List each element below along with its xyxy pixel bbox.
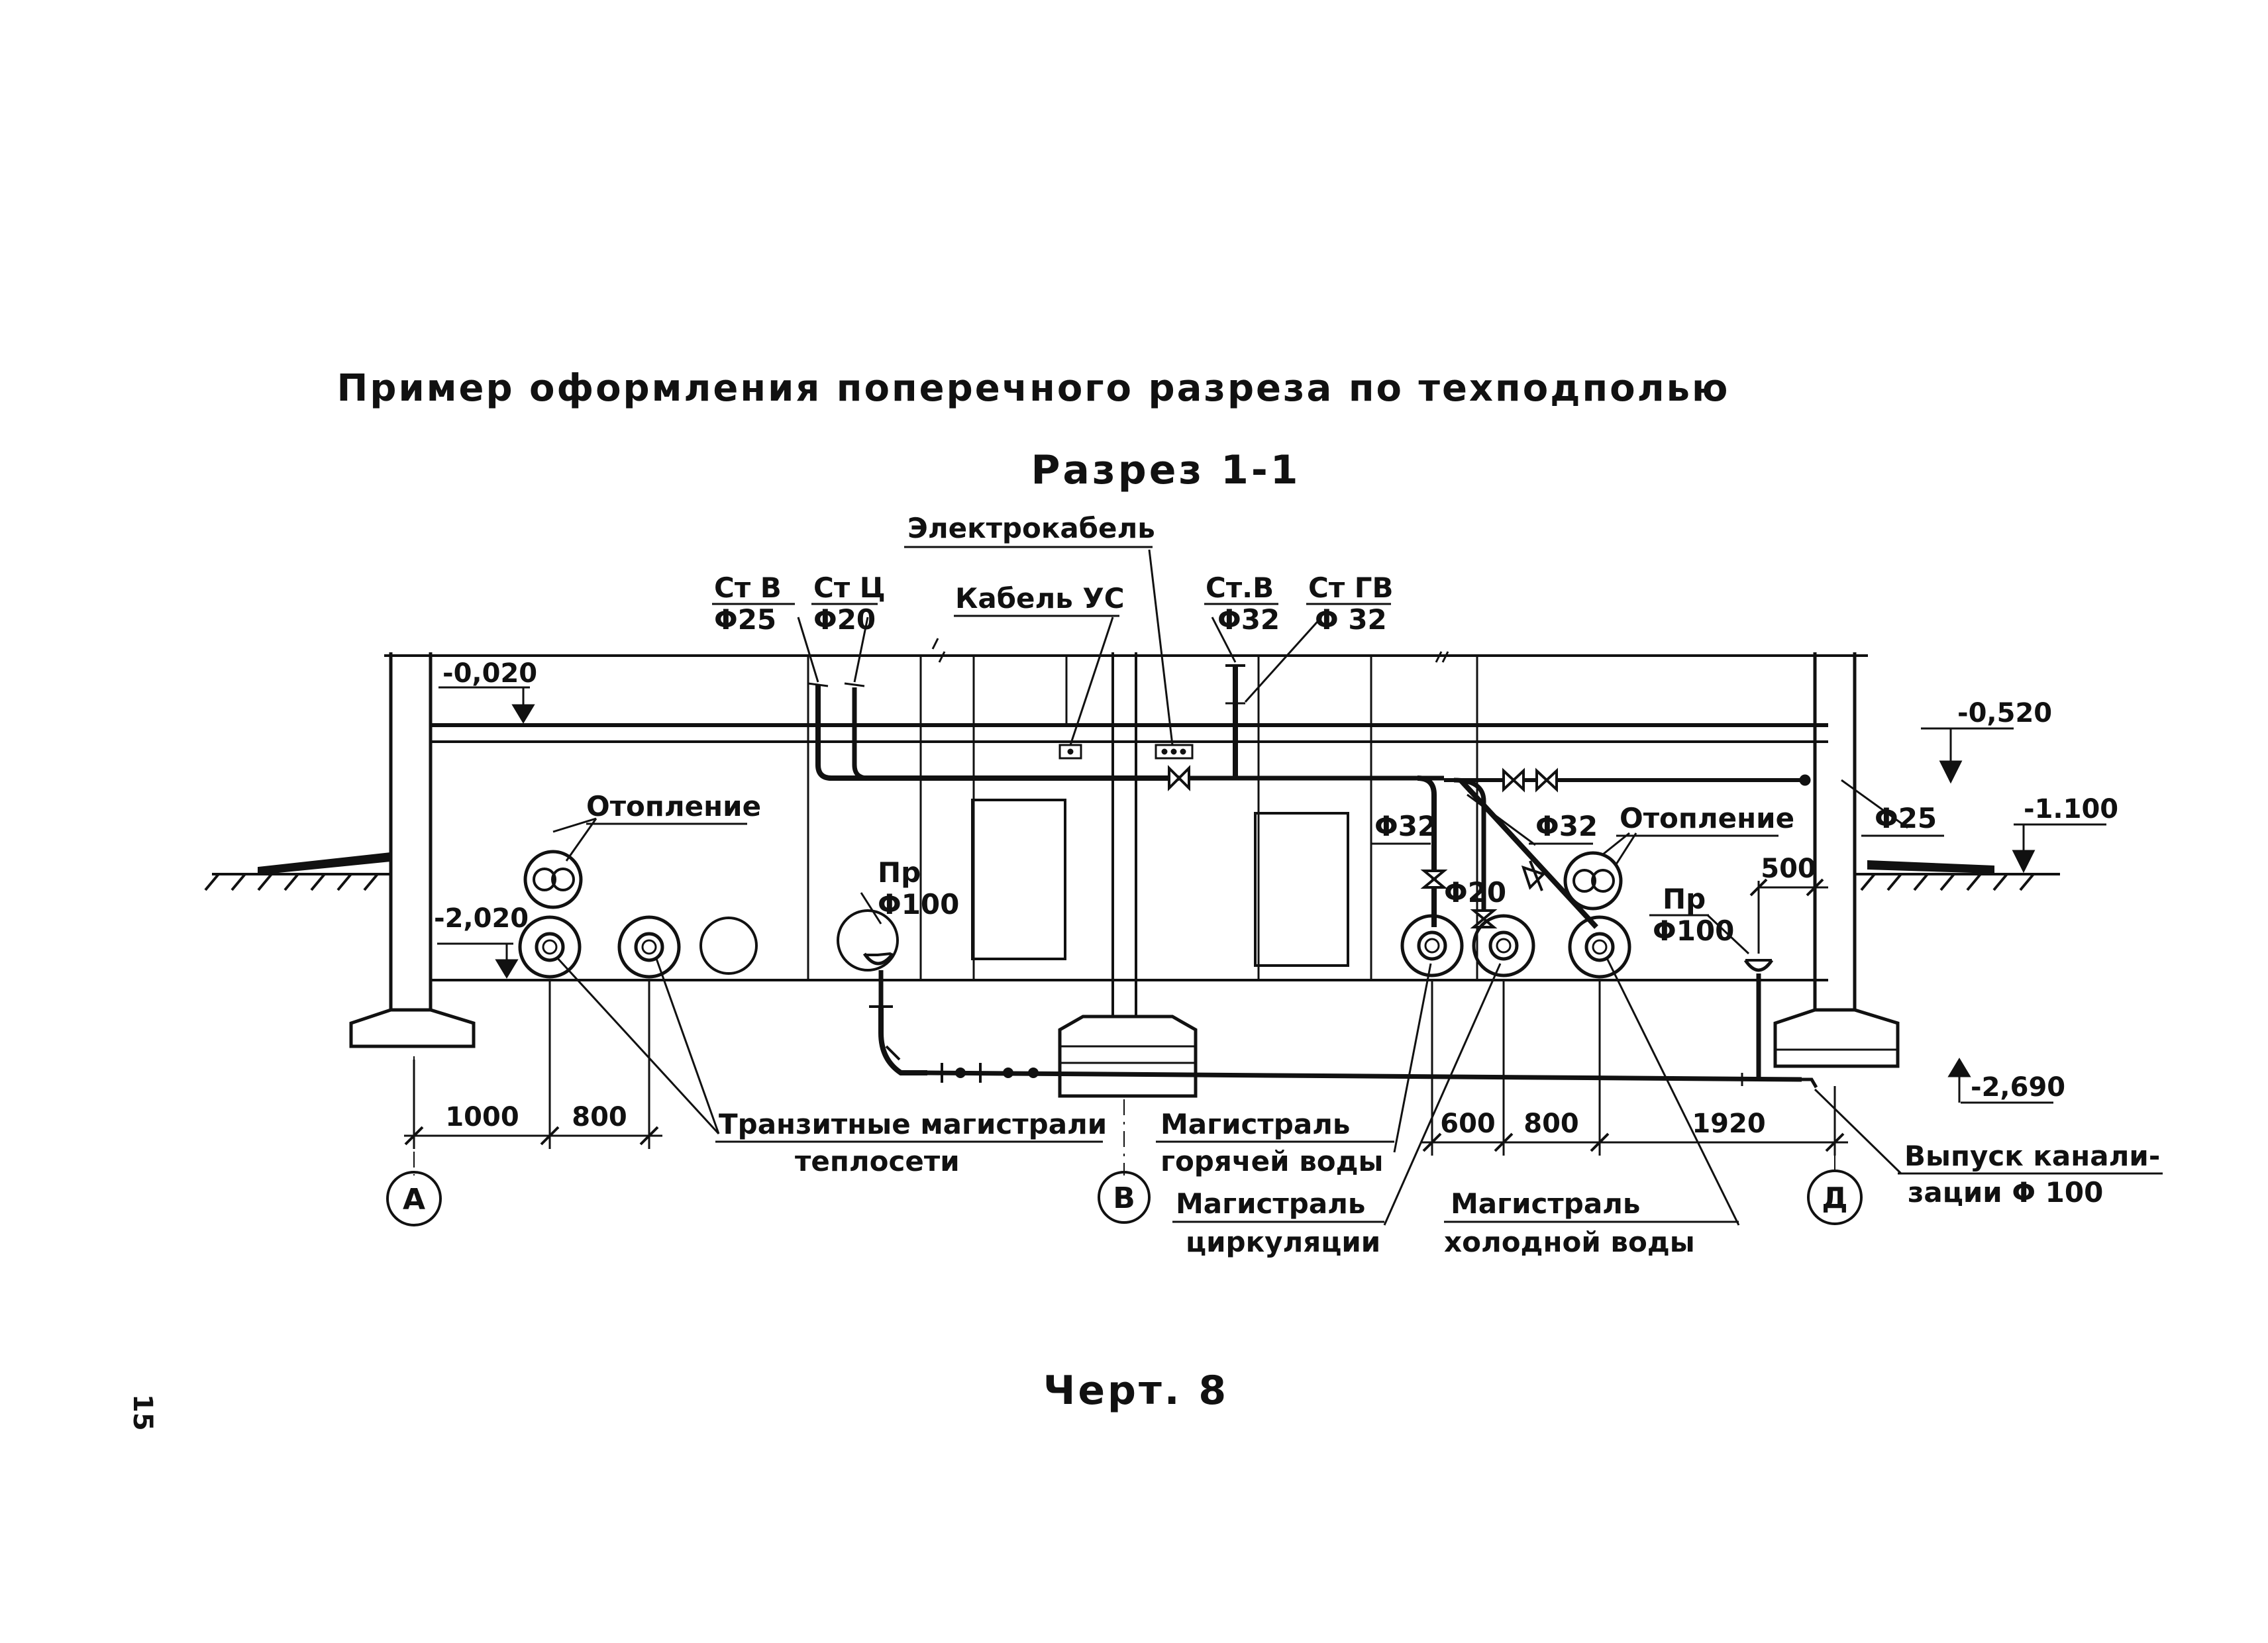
dim-800-b: 800 [1523, 1109, 1579, 1139]
level-5-value: -2,690 [1971, 1072, 2065, 1103]
page-number: 15 [127, 1394, 158, 1431]
cold-water-label-line1: Магистраль [1451, 1187, 1640, 1220]
d32-right-label: Φ32 [1535, 810, 1598, 842]
hot-water-label-line2: горячей воды [1160, 1145, 1384, 1177]
level-1-value: -0,020 [442, 658, 537, 689]
axis-a-label: А [403, 1183, 425, 1217]
main-distribution-line [1168, 765, 1908, 829]
pr-right-leader [1706, 914, 1750, 955]
d25-label: Φ25 [1875, 802, 1937, 834]
heating-pipes-right [1563, 832, 1637, 911]
ground-left [204, 852, 391, 891]
level-2-value: -2,020 [434, 903, 529, 934]
sewer-label-line2: зации Φ 100 [1908, 1176, 2103, 1209]
heating-left-label: Отопление [586, 790, 761, 822]
stc-name: Ст Ц [813, 572, 886, 604]
building-structure [349, 638, 1900, 1098]
axis-bubble-a: А [386, 1171, 442, 1226]
heating-right-label: Отопление [1620, 802, 1794, 834]
axis-lines [413, 1056, 1835, 1175]
pr-left-dia: Φ100 [878, 888, 959, 921]
dimension-500 [1749, 878, 1828, 954]
level-3-value: -0,520 [1957, 698, 2052, 728]
cable-us [1058, 617, 1114, 760]
transit-label-line2: теплосети [795, 1145, 960, 1177]
stv-name: Ст В [714, 572, 782, 604]
sewer-pipe [837, 892, 1818, 1089]
sewer-label-line1: Выпуск канали- [1904, 1140, 2160, 1172]
electrocable [1148, 549, 1194, 760]
level-mark-1 [438, 686, 535, 724]
heating-pipes-left [523, 817, 597, 909]
ground-right [1855, 860, 2060, 891]
axis-bubble-b: В [1098, 1171, 1151, 1224]
axis-b-label: В [1113, 1181, 1135, 1215]
cold-water-label-line2: холодной воды [1444, 1226, 1695, 1258]
d32-left-label: Φ32 [1374, 810, 1437, 842]
level-mark-4 [2012, 823, 2106, 873]
pr-right-dia: Φ100 [1653, 915, 1734, 947]
circulation-label-line1: Магистраль [1176, 1187, 1365, 1220]
cable-us-label: Кабель УС [955, 582, 1125, 615]
transit-label-line1: Транзитные магистрали [719, 1108, 1107, 1140]
dim-500: 500 [1761, 854, 1816, 884]
dim-1000: 1000 [445, 1102, 519, 1132]
d20-label: Φ20 [1444, 876, 1506, 909]
figure-caption: Черт. 8 [1043, 1368, 1229, 1414]
dim-800-a: 800 [572, 1102, 627, 1132]
circulation-label-line2: циркуляции [1186, 1226, 1380, 1258]
level-4-value: -1.100 [2024, 794, 2118, 824]
axis-d-label: Д [1822, 1181, 1847, 1215]
d32-right-leader [1467, 793, 1536, 846]
hot-water-label-line1: Магистраль [1160, 1108, 1350, 1140]
stgv-dia: Φ 32 [1315, 603, 1387, 636]
drawing-title: Пример оформления поперечного разреза по… [337, 367, 1730, 410]
level-mark-2 [437, 942, 519, 979]
level-mark-3 [1921, 727, 2014, 784]
risers-left [797, 617, 1179, 781]
axis-bubble-d: Д [1807, 1170, 1863, 1225]
transit-main-pipes [518, 915, 758, 1135]
stv2-dia: Φ32 [1217, 603, 1280, 636]
stgv-name: Ст ГВ [1308, 572, 1394, 604]
stv-dia: Φ25 [714, 603, 776, 636]
dim-600: 600 [1440, 1109, 1496, 1139]
pr-right-name: Пр [1663, 883, 1706, 915]
water-main-pipes [1383, 914, 1740, 1226]
stc-dia: Φ20 [813, 603, 876, 636]
dimension-line-right [1421, 980, 1848, 1156]
stv2-name: Ст.В [1206, 572, 1274, 604]
electrocable-label: Электрокабель [907, 512, 1155, 544]
sewer-leader [1814, 1088, 1902, 1175]
section-title: Разрез 1-1 [1031, 447, 1300, 493]
pr-left-name: Пр [878, 856, 921, 889]
level-mark-5 [1947, 1058, 2053, 1104]
dim-1920: 1920 [1692, 1109, 1765, 1139]
risers-right [1211, 616, 1323, 778]
